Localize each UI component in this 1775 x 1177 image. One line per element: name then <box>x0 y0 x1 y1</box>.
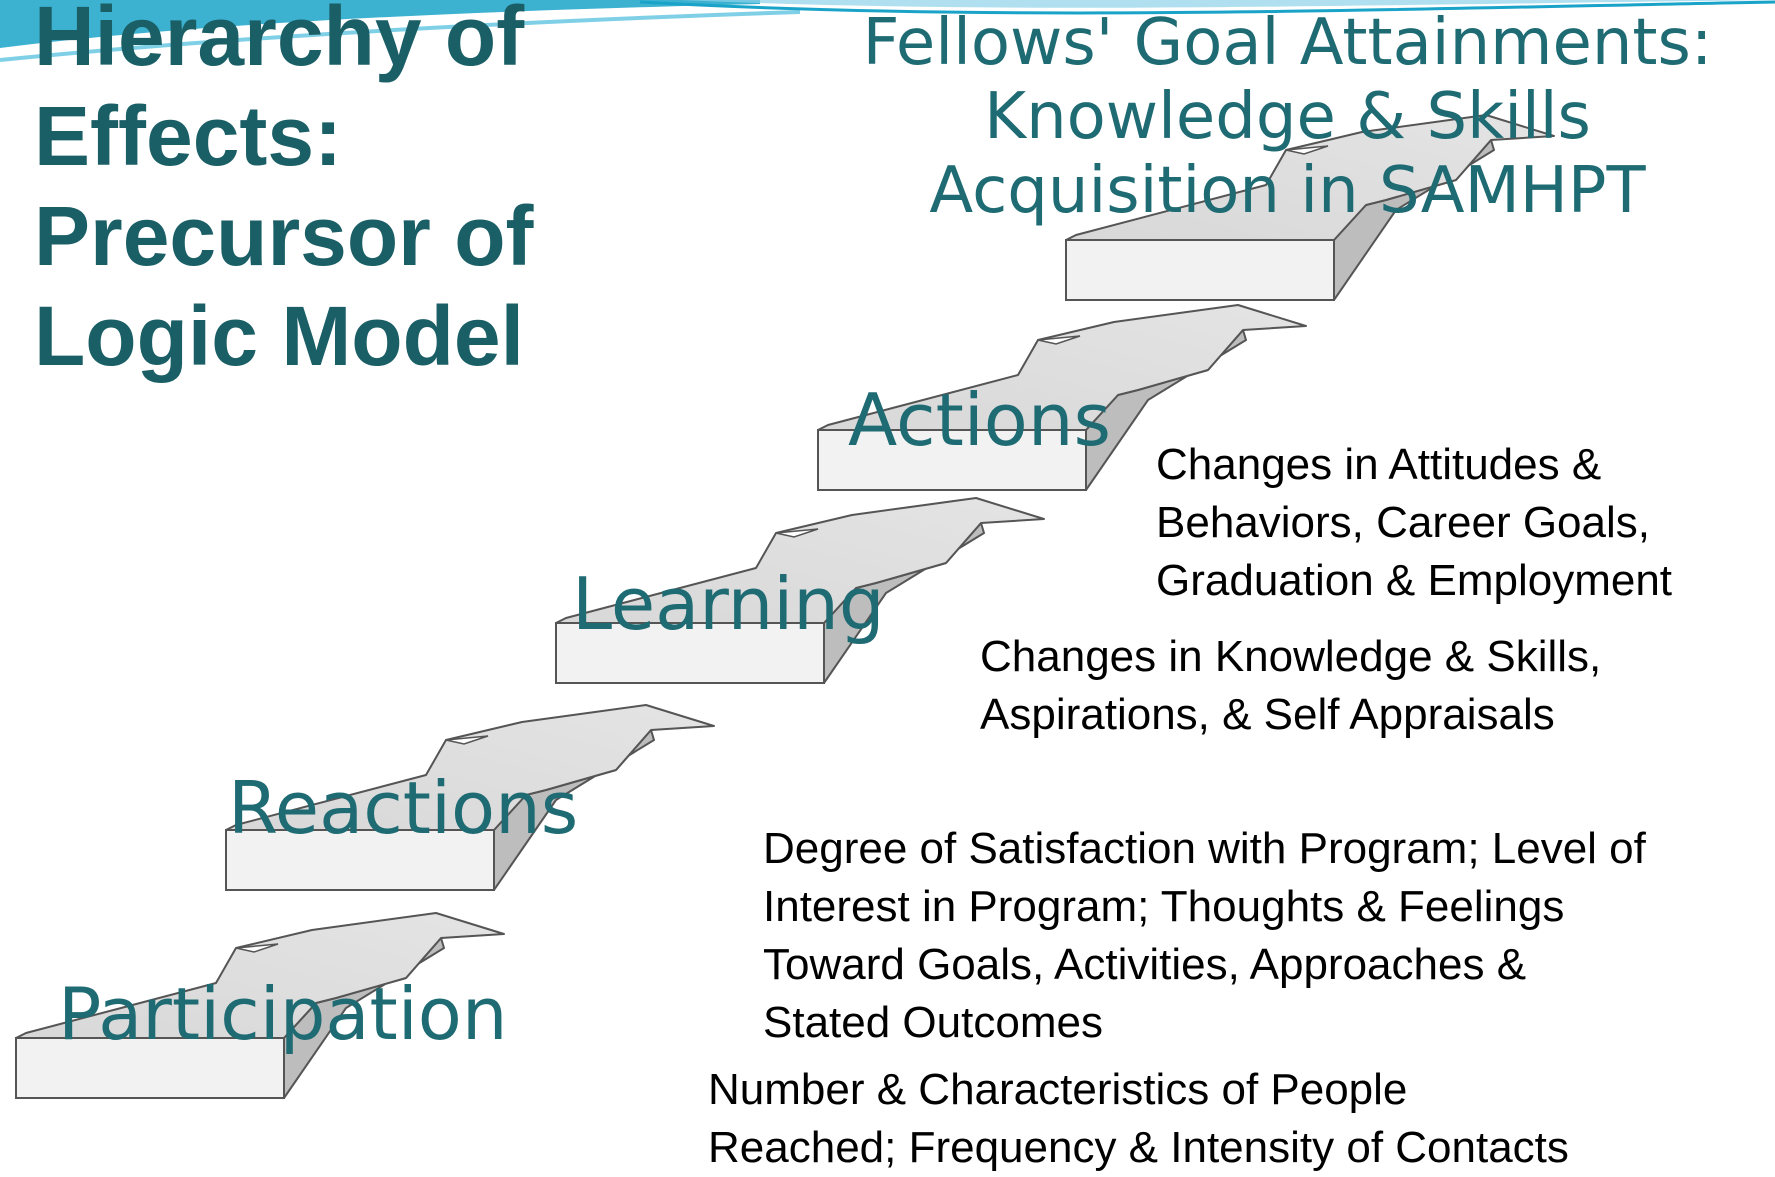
goal-line: Fellows' Goal Attainments: <box>862 6 1713 80</box>
goal-line: Acquisition in SAMHPT <box>929 154 1646 228</box>
actions-description: Changes in Attitudes & Behaviors, Career… <box>1156 436 1672 610</box>
step-arrow-icon <box>15 912 505 1099</box>
title-line: Logic Model <box>34 289 524 383</box>
reactions-description: Degree of Satisfaction with Program; Lev… <box>763 820 1646 1052</box>
goal-attainment-heading: Fellows' Goal Attainments: Knowledge & S… <box>800 6 1775 228</box>
description-line: Number & Characteristics of People <box>708 1065 1408 1114</box>
description-line: Aspirations, & Self Appraisals <box>980 690 1555 739</box>
description-line: Behaviors, Career Goals, <box>1156 498 1650 547</box>
description-line: Degree of Satisfaction with Program; Lev… <box>763 824 1646 873</box>
step-arrow-icon <box>225 704 715 891</box>
step-arrow-icon <box>817 304 1307 491</box>
learning-description: Changes in Knowledge & Skills, Aspiratio… <box>980 628 1601 744</box>
description-line: Toward Goals, Activities, Approaches & <box>763 940 1527 989</box>
goal-line: Knowledge & Skills <box>984 80 1591 154</box>
step-label-learning: Learning <box>572 562 885 646</box>
title-line: Effects: <box>34 89 343 183</box>
participation-description: Number & Characteristics of People Reach… <box>708 1061 1569 1177</box>
step-arrow-icon <box>555 497 1045 684</box>
wave-decoration-icon <box>0 0 1775 62</box>
description-line: Interest in Program; Thoughts & Feelings <box>763 882 1565 931</box>
step-label-reactions: Reactions <box>228 766 579 850</box>
description-line: Changes in Attitudes & <box>1156 440 1602 489</box>
description-line: Graduation & Employment <box>1156 556 1673 605</box>
step-label-actions: Actions <box>848 378 1112 462</box>
slide-title: Hierarchy of Effects: Precursor of Logic… <box>34 0 534 386</box>
title-line: Precursor of <box>34 189 534 283</box>
step-label-participation: Participation <box>58 972 508 1056</box>
step-arrow-icon <box>1065 114 1555 301</box>
description-line: Stated Outcomes <box>763 998 1103 1047</box>
description-line: Reached; Frequency & Intensity of Contac… <box>708 1123 1569 1172</box>
description-line: Changes in Knowledge & Skills, <box>980 632 1602 681</box>
title-line: Hierarchy of <box>34 0 525 83</box>
